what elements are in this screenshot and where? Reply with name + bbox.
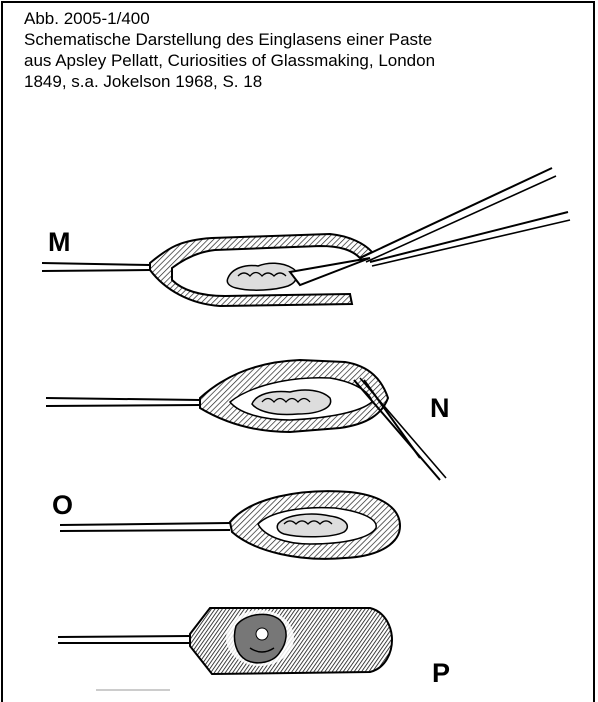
label-o: O <box>52 490 73 520</box>
stage-p-drawing <box>58 608 392 690</box>
stage-o-drawing <box>60 491 400 559</box>
stage-n-drawing <box>46 360 446 480</box>
label-n: N <box>430 393 450 423</box>
stage-m-drawing <box>42 168 570 306</box>
label-m: M <box>48 227 71 257</box>
label-p: P <box>432 658 450 688</box>
